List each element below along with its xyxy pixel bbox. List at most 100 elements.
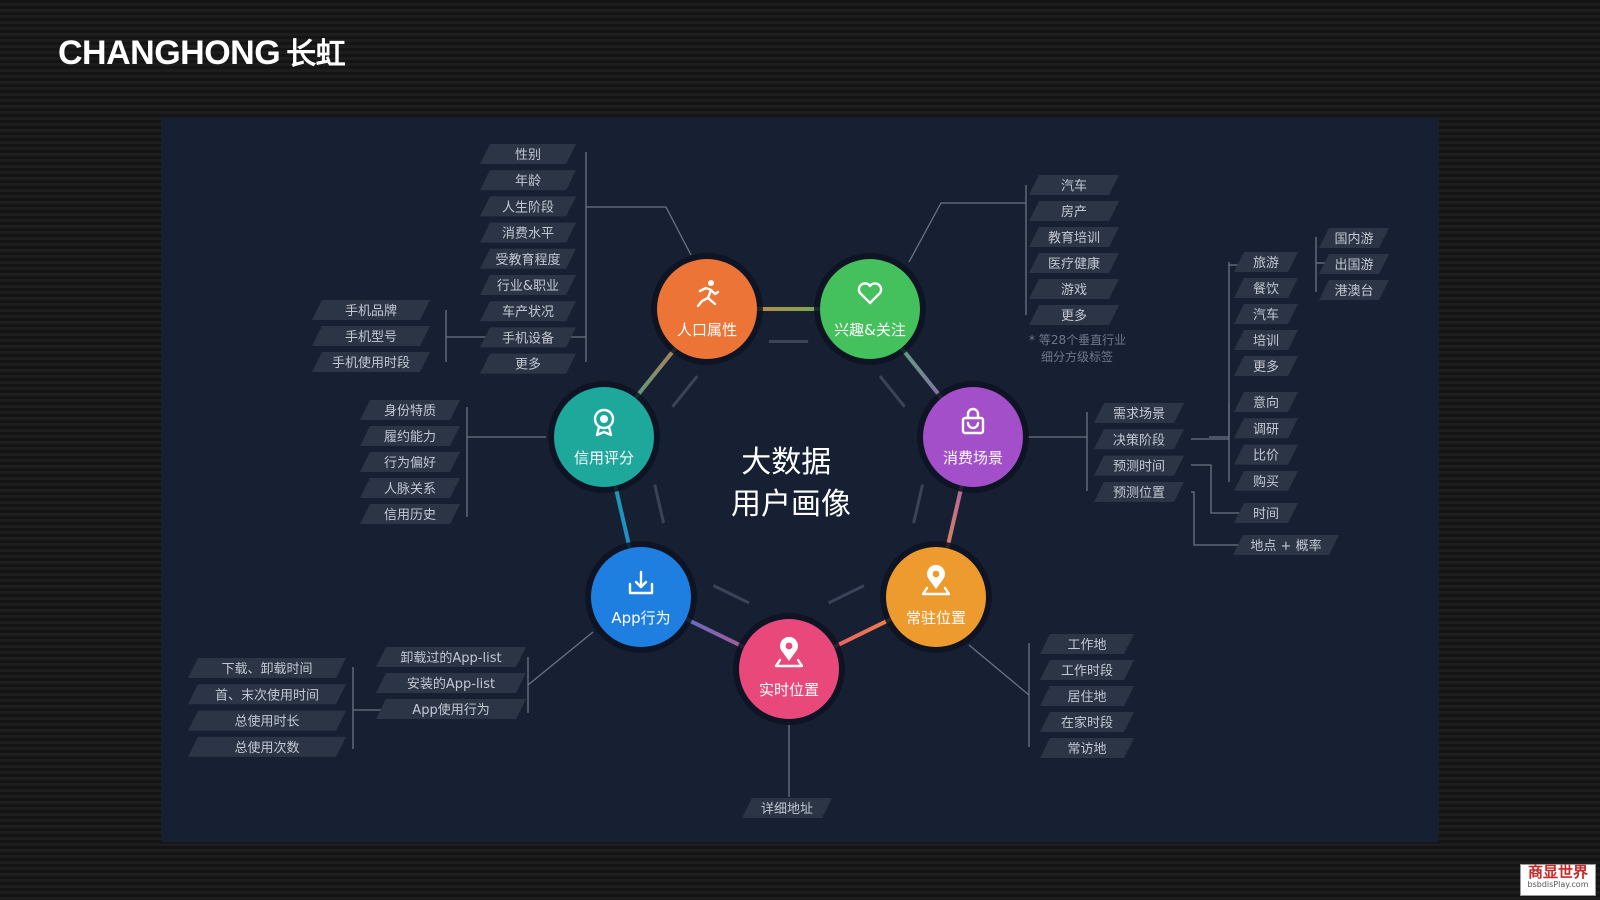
tag-credit-3-shape <box>360 478 460 498</box>
tag-app-1: 安装的App-list <box>376 673 526 693</box>
tag-interests-2-shape <box>1029 227 1119 247</box>
tag-decision-2-shape <box>1234 444 1298 465</box>
tag-demographics-3-shape <box>480 222 576 243</box>
tag-travel-1-shape <box>1319 254 1389 274</box>
tag-demographics-4-shape <box>480 248 576 269</box>
tag-demographics-4: 受教育程度 <box>480 248 576 269</box>
tag-interests-0-text: 汽车 <box>1061 178 1087 194</box>
center-title-line2: 用户画像 <box>731 487 851 522</box>
running-person-icon <box>696 280 720 308</box>
tag-decision-3-shape <box>1234 470 1298 491</box>
category-nodes: 人口属性兴趣&关注消费场景常驻位置实时位置App行为信用评分 <box>548 253 1029 725</box>
tag-app-usage-0: 下载、卸载时间 <box>188 658 346 678</box>
tag-interests-4: 游戏 <box>1029 279 1119 299</box>
node-credit-circle <box>554 387 654 487</box>
tag-consumption-2-text: 预测时间 <box>1113 460 1165 475</box>
tag-credit-1-text: 履约能力 <box>384 430 436 445</box>
tag-app-usage-1-shape <box>188 684 346 705</box>
tag-phone-2: 手机使用时段 <box>312 352 430 372</box>
tag-consumer-interests-2-shape <box>1234 304 1298 324</box>
node-interests-circle <box>820 259 920 359</box>
tag-app-usage-2-text: 总使用时长 <box>234 714 299 730</box>
tag-app-usage-0-text: 下载、卸载时间 <box>221 661 312 677</box>
tag-demographics-5: 行业&职业 <box>480 275 576 295</box>
tag-predict-place: 地点 + 概率 <box>1233 535 1339 555</box>
tag-app-0-shape <box>376 647 526 667</box>
ring-inner-dash-residence <box>828 584 865 605</box>
tag-demographics-6-text: 车产状况 <box>502 304 554 320</box>
tag-consumer-interests-0-shape <box>1234 252 1298 272</box>
tag-predict-place-shape <box>1233 535 1339 555</box>
tag-consumer-interests-2-text: 汽车 <box>1253 307 1279 323</box>
node-realtime-circle <box>739 619 839 719</box>
tag-credit-4-shape <box>360 504 460 524</box>
node-residence-label: 常驻位置 <box>906 609 966 627</box>
tag-predict-time: 时间 <box>1234 503 1298 523</box>
tag-residence-1-text: 工作时段 <box>1061 664 1113 679</box>
tag-interests-0-shape <box>1029 175 1119 195</box>
node-realtime: 实时位置 <box>733 613 845 725</box>
tag-app-usage-2-shape <box>188 710 346 731</box>
tag-residence-3-shape <box>1040 712 1134 732</box>
tag-demographics-6: 车产状况 <box>480 301 576 322</box>
ring-inner-dash-interests <box>878 375 906 408</box>
tag-decision-1: 调研 <box>1234 418 1298 439</box>
tag-app-usage-1-text: 首、末次使用时间 <box>215 687 319 703</box>
tag-demographics-8: 更多 <box>480 353 576 374</box>
tag-credit-2-text: 行为偏好 <box>384 456 436 471</box>
tag-credit-4-text: 信用历史 <box>384 508 436 523</box>
shopping-bag-icon <box>961 407 985 435</box>
tag-demographics-6-shape <box>480 301 576 322</box>
tag-credit-2: 行为偏好 <box>360 452 460 472</box>
tag-decision-2-text: 比价 <box>1253 449 1279 464</box>
tag-app-usage-3-shape <box>188 736 346 757</box>
connector-residence <box>968 644 1030 696</box>
tag-phone-0-text: 手机品牌 <box>345 303 397 319</box>
tag-decision-0: 意向 <box>1234 392 1298 412</box>
tag-credit-0-text: 身份特质 <box>384 403 436 419</box>
tag-residence-0-text: 工作地 <box>1067 638 1106 653</box>
tag-consumer-interests-4-shape <box>1234 356 1298 376</box>
tag-travel-2-text: 港澳台 <box>1334 283 1373 299</box>
tag-credit-2-shape <box>360 452 460 472</box>
tag-demographics-3-text: 消费水平 <box>502 227 554 242</box>
tag-consumer-interests-3: 培训 <box>1234 330 1298 350</box>
user-profile-diagram: 性别年龄人生阶段消费水平受教育程度行业&职业车产状况手机设备更多手机品牌手机型号… <box>188 144 1389 818</box>
tag-consumption-3: 预测位置 <box>1094 481 1184 502</box>
tag-travel-2: 港澳台 <box>1319 280 1389 300</box>
tag-interests-1: 房产 <box>1029 201 1119 221</box>
tag-interests-0: 汽车 <box>1029 175 1119 195</box>
tag-demographics-8-shape <box>480 353 576 374</box>
ring-inner-dash-app <box>653 484 666 524</box>
tag-demographics-3: 消费水平 <box>480 222 576 243</box>
tag-demographics-0-shape <box>480 144 576 164</box>
tag-residence-4-shape <box>1040 738 1134 758</box>
connector-consumer-interests <box>1209 367 1230 438</box>
tag-phone-1: 手机型号 <box>312 326 430 346</box>
ring-inner-dash-credit <box>671 375 699 408</box>
tag-app-usage-2: 总使用时长 <box>188 710 346 731</box>
tag-consumer-interests-0-text: 旅游 <box>1253 256 1279 271</box>
tag-interests-3-shape <box>1029 253 1119 273</box>
connector-predict-place <box>1191 491 1246 546</box>
watermark-badge: 商显世界 bsbdisPlay.com <box>1520 864 1596 896</box>
tag-residence-2: 居住地 <box>1040 686 1134 706</box>
tag-residence-1: 工作时段 <box>1040 660 1134 680</box>
tag-consumer-interests-3-shape <box>1234 330 1298 350</box>
node-residence-circle <box>886 547 986 647</box>
tag-travel-0-shape <box>1319 228 1389 248</box>
node-realtime-label: 实时位置 <box>759 681 819 699</box>
tag-app-usage-3-text: 总使用次数 <box>234 740 299 756</box>
tag-residence-0-shape <box>1040 634 1134 654</box>
tag-credit-4: 信用历史 <box>360 504 460 524</box>
tag-interests-4-shape <box>1029 279 1119 299</box>
tag-consumption-1: 决策阶段 <box>1094 429 1184 450</box>
tag-demographics-1: 年龄 <box>480 170 576 191</box>
tag-consumption-0: 需求场景 <box>1094 403 1184 423</box>
tag-demographics-1-shape <box>480 170 576 191</box>
tag-interests-3-text: 医疗健康 <box>1048 256 1100 272</box>
tag-interests-4-text: 游戏 <box>1061 283 1087 298</box>
tag-demographics-5-text: 行业&职业 <box>497 279 559 294</box>
tag-demographics-7-text: 手机设备 <box>502 330 554 346</box>
